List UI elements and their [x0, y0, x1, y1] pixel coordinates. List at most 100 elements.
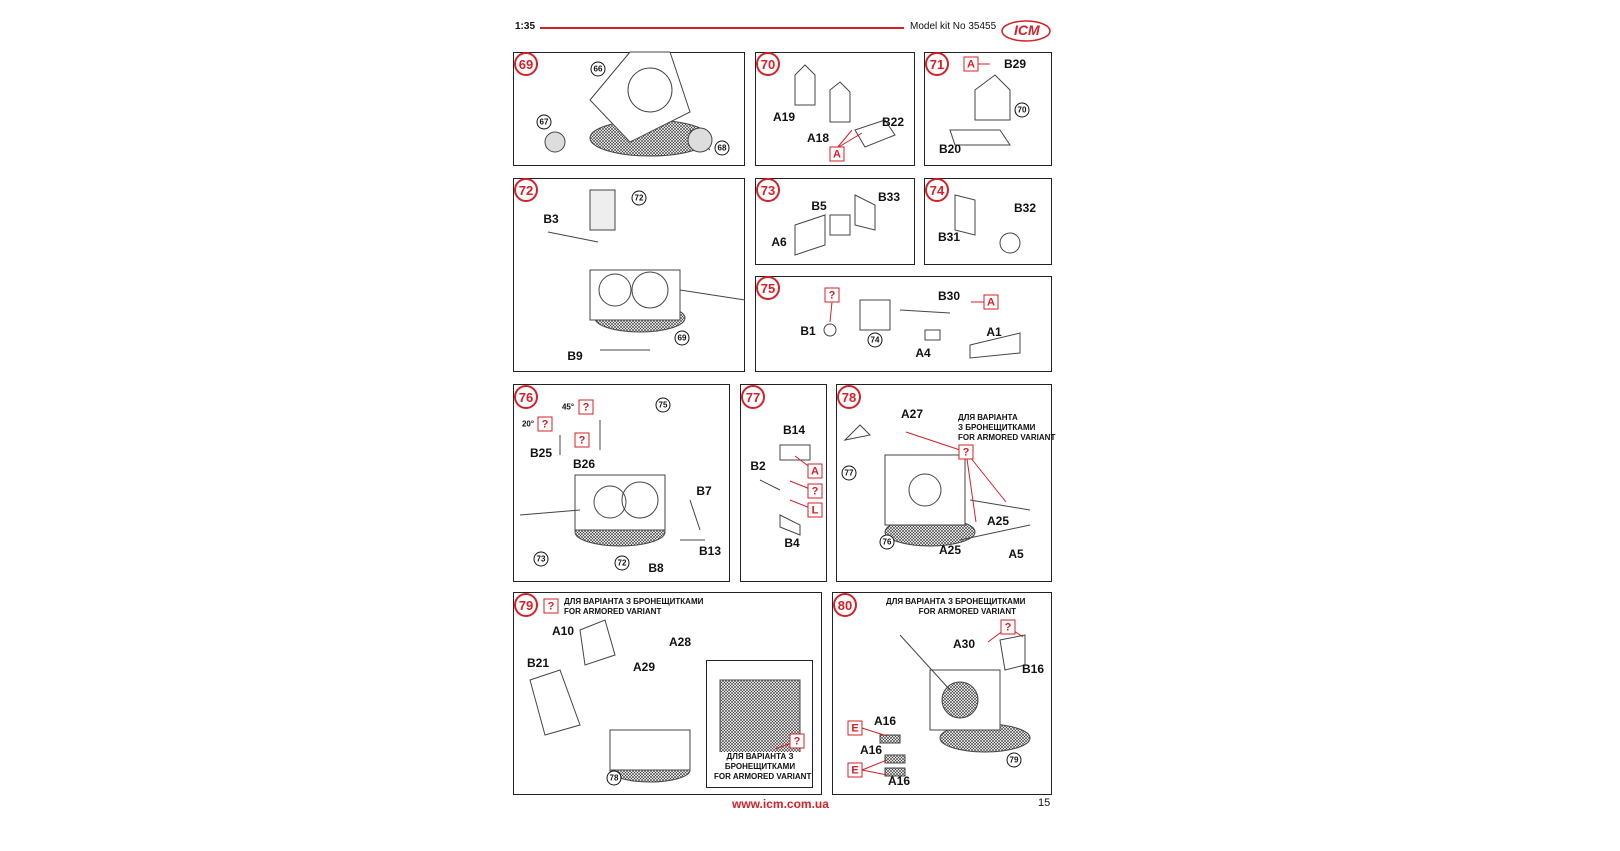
part-label: B4 — [784, 536, 800, 550]
variant-note: ДЛЯ ВАРІАНТА З БРОНЕЩИТКАМИ FOR ARMORED … — [886, 597, 1026, 617]
part-label: B3 — [543, 212, 559, 226]
step-reference: 74 — [867, 332, 883, 348]
step-reference: 72 — [614, 555, 630, 571]
scale-label: 1:35 — [515, 21, 536, 32]
step-number: 72 — [514, 178, 538, 202]
part-label: A16 — [873, 714, 897, 728]
part-label: B16 — [1021, 662, 1045, 676]
part-label: B26 — [572, 457, 596, 471]
paint-mark: ? — [574, 432, 590, 448]
part-label: B7 — [696, 484, 712, 498]
part-label: B21 — [526, 656, 550, 670]
paint-mark: A — [829, 146, 845, 162]
paint-mark: E — [847, 762, 863, 778]
inset-note: ДЛЯ ВАРІАНТА З БРОНЕЩИТКАМИ FOR ARMORED … — [714, 752, 812, 782]
step-number: 78 — [837, 385, 861, 409]
part-label: B13 — [698, 544, 722, 558]
variant-note: ДЛЯ ВАРІАНТА З БРОНЕЩИТКАМИ FOR ARMORED … — [958, 413, 1055, 443]
paint-mark: A — [963, 56, 979, 72]
step-reference: 75 — [655, 397, 671, 413]
step-reference: 72 — [631, 190, 647, 206]
step-reference: 68 — [714, 140, 730, 156]
part-label: B25 — [529, 446, 553, 460]
part-label: A19 — [772, 110, 796, 124]
part-label: A1 — [986, 325, 1002, 339]
step-reference: 76 — [879, 534, 895, 550]
part-label: A6 — [771, 235, 787, 249]
angle-label: 20° — [521, 419, 535, 429]
step-number: 73 — [756, 178, 780, 202]
step-reference: 67 — [536, 114, 552, 130]
svg-text:ICM: ICM — [1014, 22, 1040, 38]
paint-mark: ? — [1000, 619, 1016, 635]
paint-mark: ? — [958, 444, 974, 460]
part-label: B29 — [1003, 57, 1027, 71]
step-number: 71 — [925, 52, 949, 76]
step-number: 74 — [925, 178, 949, 202]
paint-mark: ? — [537, 416, 553, 432]
part-label: B9 — [567, 349, 583, 363]
page-number: 15 — [1038, 797, 1051, 809]
step-number: 69 — [514, 52, 538, 76]
step-reference: 70 — [1014, 102, 1030, 118]
part-label: B2 — [750, 459, 766, 473]
paint-mark: ? — [543, 598, 559, 614]
variant-note: ДЛЯ ВАРІАНТА З БРОНЕЩИТКАМИ FOR ARMORED … — [564, 597, 703, 617]
step-number: 80 — [833, 593, 857, 617]
note-line: ДЛЯ ВАРІАНТА З БРОНЕЩИТКАМИ — [886, 597, 1026, 606]
paint-mark: ? — [578, 399, 594, 415]
part-label: B33 — [877, 190, 901, 204]
step-number: 79 — [514, 593, 538, 617]
part-label: B31 — [937, 230, 961, 244]
part-label: B1 — [800, 324, 816, 338]
step-reference: 77 — [841, 465, 857, 481]
part-label: B8 — [648, 561, 664, 575]
part-label: B20 — [938, 142, 962, 156]
step-69-panel — [513, 52, 745, 166]
step-reference: 73 — [533, 551, 549, 567]
part-label: A16 — [859, 743, 883, 757]
model-kit-number: Model kit No 35455 — [910, 21, 997, 32]
step-72-panel — [513, 178, 745, 372]
step-number: 75 — [756, 276, 780, 300]
part-label: B22 — [881, 115, 905, 129]
paint-mark: ? — [824, 287, 840, 303]
step-reference: 69 — [674, 330, 690, 346]
note-line: FOR ARMORED VARIANT — [958, 433, 1056, 442]
step-reference: 78 — [606, 770, 622, 786]
part-label: B30 — [937, 289, 961, 303]
part-label: B5 — [811, 199, 827, 213]
part-label: A25 — [986, 514, 1010, 528]
part-label: A25 — [938, 543, 962, 557]
angle-label: 45° — [561, 402, 575, 412]
step-number: 77 — [741, 385, 765, 409]
part-label: B32 — [1013, 201, 1037, 215]
step-number: 76 — [514, 385, 538, 409]
part-label: A29 — [632, 660, 656, 674]
note-line: FOR ARMORED VARIANT — [564, 607, 662, 616]
note-line: БРОНЕЩИТКАМИ — [724, 762, 796, 771]
part-label: A10 — [551, 624, 575, 638]
part-label: A4 — [915, 346, 931, 360]
part-label: A18 — [806, 131, 830, 145]
website-link[interactable]: www.icm.com.ua — [732, 797, 829, 811]
paint-mark: ? — [807, 483, 823, 499]
paint-mark: E — [847, 720, 863, 736]
part-label: A28 — [668, 635, 692, 649]
paint-mark: A — [807, 463, 823, 479]
note-line: ДЛЯ ВАРІАНТА З — [726, 752, 794, 761]
part-label: A27 — [900, 407, 924, 421]
step-reference: 66 — [590, 61, 606, 77]
paint-mark: A — [983, 294, 999, 310]
step-reference: 79 — [1006, 752, 1022, 768]
header-rule — [540, 27, 904, 29]
note-line: З БРОНЕЩИТКАМИ — [958, 423, 1036, 432]
part-label: A5 — [1008, 547, 1024, 561]
part-label: A30 — [952, 637, 976, 651]
part-label: B14 — [782, 423, 806, 437]
part-label: A16 — [887, 774, 911, 788]
step-number: 70 — [756, 52, 780, 76]
note-line: FOR ARMORED VARIANT — [714, 772, 812, 781]
paint-mark: ? — [789, 733, 805, 749]
paint-mark: L — [807, 502, 823, 518]
